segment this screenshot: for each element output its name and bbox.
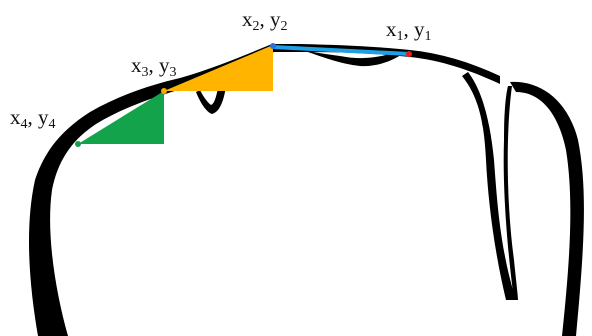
contour-bump-mid [196,86,226,114]
point-3-label: x3, y3 [131,53,177,80]
point-4-marker [75,141,81,147]
point-3-marker [161,88,167,94]
green-triangle [78,91,164,144]
contour-right-line [503,86,518,300]
point-1-label: x1, y1 [386,17,432,44]
contour-right-inner [462,72,516,300]
contour-right-outer [510,81,584,336]
point-1-marker [406,51,412,57]
contour-blob-top [302,50,405,67]
point-2-marker [270,43,276,49]
point-2-label: x2, y2 [242,7,288,34]
black-contour [28,44,584,336]
blue-segment [272,45,410,56]
point-4-label: x4, y4 [10,105,56,132]
yellow-triangle [164,45,273,91]
